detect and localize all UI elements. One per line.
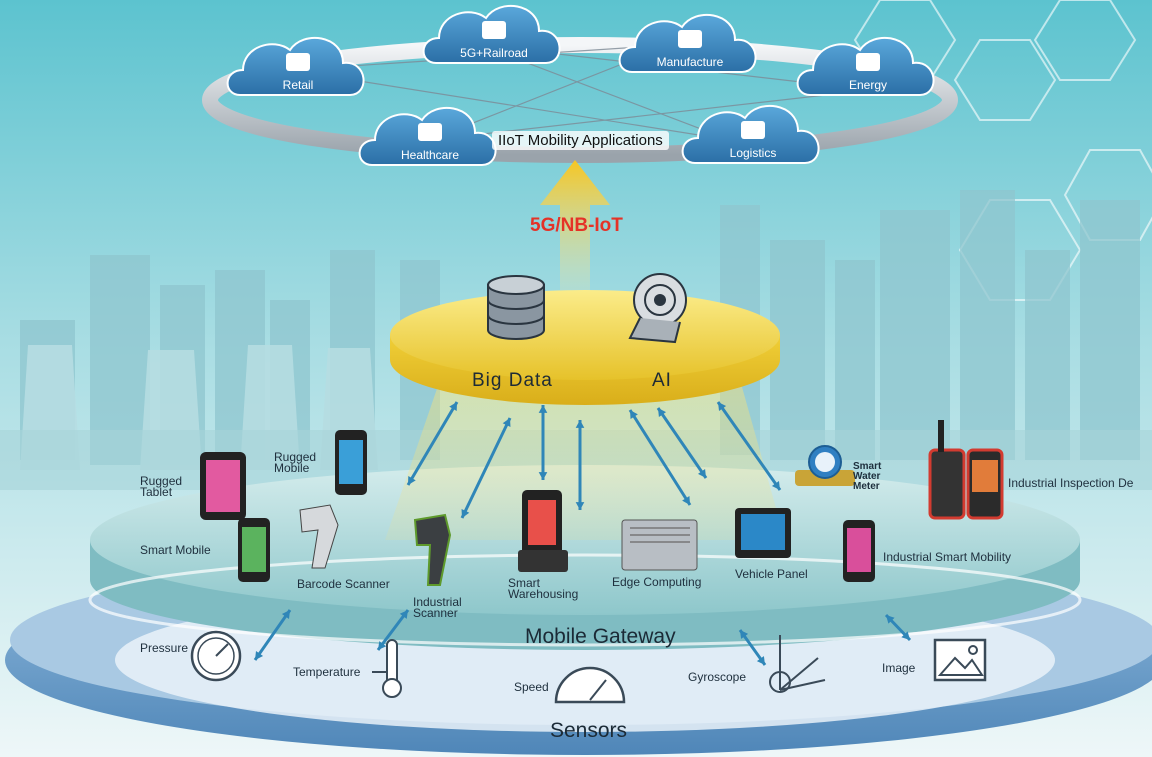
cloud-label: Logistics (729, 146, 777, 160)
smart-warehousing-label: Smart Warehousing (508, 576, 579, 601)
cloud-label: Retail (282, 78, 314, 92)
water-meter-icon (795, 445, 855, 486)
inspection-device-icon (928, 420, 1004, 520)
cloud-label: Energy (848, 78, 888, 92)
barcode-scanner-label: Barcode Scanner (297, 577, 390, 591)
cloud-label: Manufacture (656, 55, 724, 69)
arrow-head (901, 631, 910, 640)
arrow-head (740, 630, 749, 639)
image-label: Image (882, 661, 916, 675)
double-arrow (656, 407, 708, 479)
cloud-energy (796, 36, 935, 96)
arrow-head (886, 615, 895, 624)
arrow-head (756, 656, 765, 665)
uplink-arrow (540, 160, 610, 290)
smart-mobile-label: Smart Mobile (140, 543, 211, 557)
cloud-logistics (681, 104, 820, 164)
edge-computing-icon (621, 519, 698, 571)
double-arrow (716, 401, 782, 491)
arrow-head (399, 610, 408, 619)
shop-icon (286, 53, 310, 71)
medical-kit-icon (418, 123, 442, 141)
pressure-gauge-icon (190, 630, 242, 682)
edge-computing-label: Edge Computing (612, 575, 702, 589)
big-data-label: Big Data (472, 370, 553, 391)
gyroscope-icon (769, 635, 826, 693)
double-arrow (376, 609, 410, 651)
data-flow-arrows (253, 401, 912, 666)
arrow-head (658, 408, 667, 417)
temperature-label: Temperature (293, 665, 361, 679)
wind-turbine-icon (856, 53, 880, 71)
industrial-scanner-label: Industrial Scanner (413, 595, 462, 620)
applications-ring (202, 37, 958, 163)
applications-title: IIoT Mobility Applications (492, 131, 669, 150)
rugged-tablet-label: Rugged Tablet (140, 474, 183, 499)
vehicle-panel-label: Vehicle Panel (735, 567, 808, 581)
arrow-head (538, 472, 548, 480)
train-icon (482, 21, 506, 39)
double-arrow (628, 409, 692, 506)
arrow-head (575, 420, 585, 428)
arrow-head (682, 496, 690, 505)
arrow-head (502, 418, 511, 427)
image-icon (933, 638, 987, 682)
pressure-label: Pressure (140, 641, 189, 655)
arrow-head (461, 509, 470, 518)
arrow-head (449, 402, 457, 411)
gyroscope-label: Gyroscope (688, 670, 747, 684)
arrow-head (630, 410, 638, 419)
ai-head-icon (628, 273, 687, 344)
double-arrow (406, 401, 459, 486)
ai-label: AI (652, 370, 672, 391)
speed-label: Speed (514, 680, 549, 694)
arrow-head (575, 502, 585, 510)
device-illustrations (200, 420, 1004, 586)
sensors-label: Sensors (550, 719, 628, 742)
industrial-inspection-label: Industrial Inspection De (1008, 476, 1134, 490)
industrial-smart-mobility-label: Industrial Smart Mobility (883, 550, 1012, 564)
big-data-ai-platform (390, 290, 780, 380)
cloud-manufacture (618, 13, 757, 73)
cloud-label: Healthcare (400, 148, 460, 162)
cloud-label: 5G+Railroad (460, 46, 528, 60)
double-arrow (460, 417, 512, 519)
mobile-gateway-label: Mobile Gateway (525, 625, 676, 648)
arrow-head (771, 481, 780, 490)
industrial-scanner-icon (413, 513, 452, 586)
arrow-head (538, 405, 548, 413)
double-arrow (253, 609, 292, 661)
arrow-head (718, 402, 727, 411)
arrow-head (281, 610, 290, 619)
arrow-head (408, 476, 416, 485)
speedometer-icon (554, 666, 626, 704)
rugged-mobile-label: Rugged Mobile (274, 450, 317, 475)
cloud-retail (226, 36, 365, 96)
cloud-5g-railroad (422, 4, 561, 64)
arrow-head (378, 641, 387, 650)
arrow-head (255, 651, 264, 660)
thermometer-icon (372, 639, 402, 698)
network-label: 5G/NB-IoT (530, 215, 623, 236)
delivery-truck-icon (741, 121, 765, 139)
factory-icon (678, 30, 702, 48)
cloud-healthcare (358, 106, 497, 166)
smart-water-meter-label: Smart Water Meter (853, 461, 882, 492)
database-icon (487, 275, 545, 340)
arrow-head (697, 469, 706, 478)
barcode-scanner-icon (299, 504, 339, 569)
